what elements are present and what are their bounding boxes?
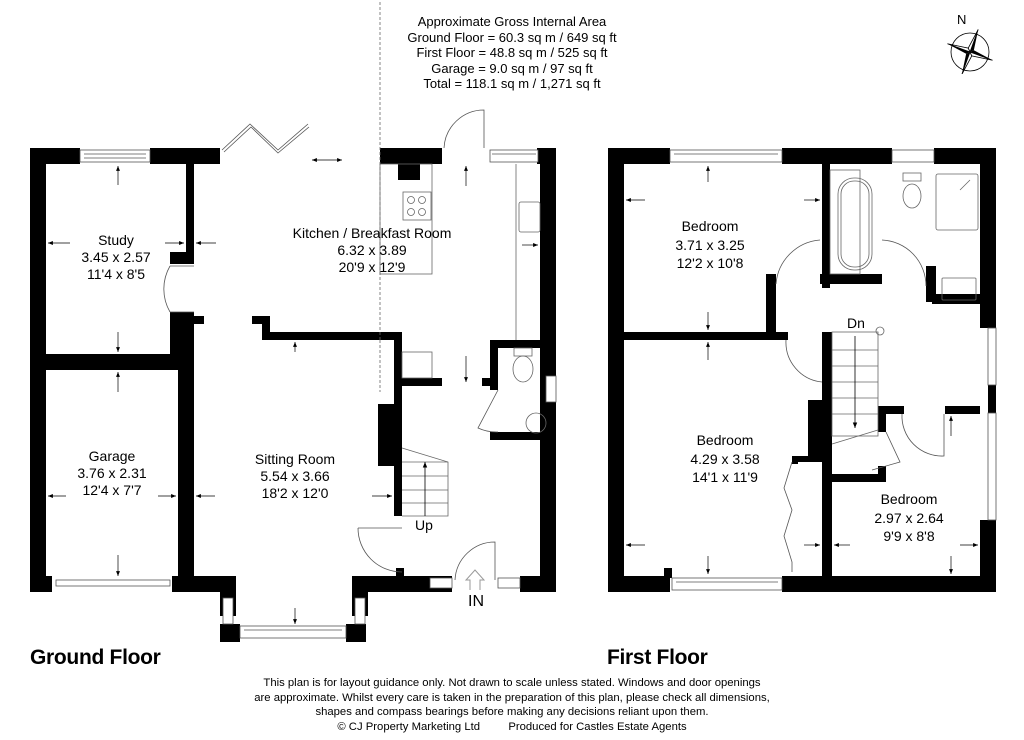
room-name: Sitting Room <box>255 451 335 467</box>
room-metric: 4.29 x 3.58 <box>690 451 759 467</box>
credits-line: © CJ Property Marketing Ltd Produced for… <box>200 720 824 735</box>
room-study: Study 3.45 x 2.57 11'4 x 8'5 <box>81 232 150 282</box>
room-metric: 6.32 x 3.89 <box>337 242 406 258</box>
disclaimer-line-2: are approximate. Whilst every care is ta… <box>254 691 770 704</box>
room-sitting-room: Sitting Room 5.54 x 3.66 18'2 x 12'0 <box>255 451 335 501</box>
bathroom-fixtures <box>829 169 979 301</box>
ground-floor-title: Ground Floor <box>30 646 161 669</box>
room-imperial: 11'4 x 8'5 <box>87 266 145 282</box>
room-metric: 3.76 x 2.31 <box>77 465 146 481</box>
area-ground-floor: Ground Floor = 60.3 sq m / 649 sq ft <box>407 29 617 45</box>
room-bedroom-3: Bedroom 2.97 x 2.64 9'9 x 8'8 <box>874 491 943 544</box>
kitchen-fixtures <box>379 0 547 434</box>
area-first-floor: First Floor = 48.8 sq m / 525 sq ft <box>416 45 608 60</box>
stairs-up-label: Up <box>415 517 433 533</box>
first-floor-doors <box>775 239 945 572</box>
ground-floor-doors <box>163 109 499 581</box>
room-name: Bedroom <box>697 432 754 448</box>
first-dimension-arrows <box>626 166 978 574</box>
entrance-label: IN <box>468 593 484 610</box>
produced-for-text: Produced for Castles Estate Agents <box>508 720 687 733</box>
room-name: Bedroom <box>682 218 739 234</box>
copyright-text: © CJ Property Marketing Ltd <box>337 720 481 733</box>
compass-north-label: N <box>957 12 966 27</box>
room-name: Garage <box>89 448 136 464</box>
room-imperial: 12'4 x 7'7 <box>82 482 141 498</box>
room-kitchen-breakfast: Kitchen / Breakfast Room 6.32 x 3.89 20'… <box>293 225 452 275</box>
ground-floor-walls <box>30 148 556 642</box>
disclaimer: This plan is for layout guidance only. N… <box>200 676 824 734</box>
ground-floor-plan: Study 3.45 x 2.57 11'4 x 8'5 Kitchen / B… <box>30 0 557 642</box>
room-bedroom-1: Bedroom 3.71 x 3.25 12'2 x 10'8 <box>675 218 744 271</box>
room-imperial: 9'9 x 8'8 <box>883 528 934 544</box>
first-floor-title: First Floor <box>607 646 708 669</box>
shower-icon <box>935 173 979 231</box>
first-floor-plan: Bedroom 3.71 x 3.25 12'2 x 10'8 Bedroom … <box>608 148 997 592</box>
stairs-down-label: Dn <box>847 315 865 331</box>
room-name: Bedroom <box>881 491 938 507</box>
area-total: Total = 118.1 sq m / 1,271 sq ft <box>423 76 601 91</box>
bifold-doors <box>221 123 310 154</box>
toilet-icon <box>512 355 534 383</box>
room-name: Kitchen / Breakfast Room <box>293 225 452 241</box>
room-metric: 3.45 x 2.57 <box>81 249 150 265</box>
room-imperial: 20'9 x 12'9 <box>339 259 406 275</box>
room-bedroom-2: Bedroom 4.29 x 3.58 14'1 x 11'9 <box>690 432 759 485</box>
area-summary-title: Approximate Gross Internal Area <box>417 14 607 29</box>
first-floor-walls <box>608 148 996 592</box>
room-metric: 2.97 x 2.64 <box>874 510 943 526</box>
sink-icon <box>518 201 541 233</box>
room-metric: 3.71 x 3.25 <box>675 237 744 253</box>
bath-icon <box>837 177 873 271</box>
toilet-icon <box>902 183 922 209</box>
room-metric: 5.54 x 3.66 <box>260 468 329 484</box>
ground-floor-windows <box>55 149 557 639</box>
basin-icon <box>941 277 977 301</box>
disclaimer-line-3: shapes and compass bearings before makin… <box>315 706 709 718</box>
room-imperial: 18'2 x 12'0 <box>262 485 329 501</box>
compass-rose-icon: N <box>947 12 993 74</box>
entrance-arrow-icon <box>464 569 486 590</box>
ground-stairs <box>401 447 449 517</box>
room-imperial: 14'1 x 11'9 <box>692 469 758 485</box>
room-name: Study <box>98 232 134 248</box>
first-stairs <box>831 326 885 445</box>
area-summary: Approximate Gross Internal Area Ground F… <box>362 14 662 92</box>
ground-dimension-arrows <box>48 158 538 624</box>
room-garage: Garage 3.76 x 2.31 12'4 x 7'7 <box>77 448 146 498</box>
room-imperial: 12'2 x 10'8 <box>677 255 744 271</box>
basin-icon <box>525 412 547 434</box>
disclaimer-line-1: This plan is for layout guidance only. N… <box>263 677 761 689</box>
first-floor-windows <box>669 149 997 591</box>
area-garage: Garage = 9.0 sq m / 97 sq ft <box>431 60 593 76</box>
hob-icon <box>402 191 432 221</box>
